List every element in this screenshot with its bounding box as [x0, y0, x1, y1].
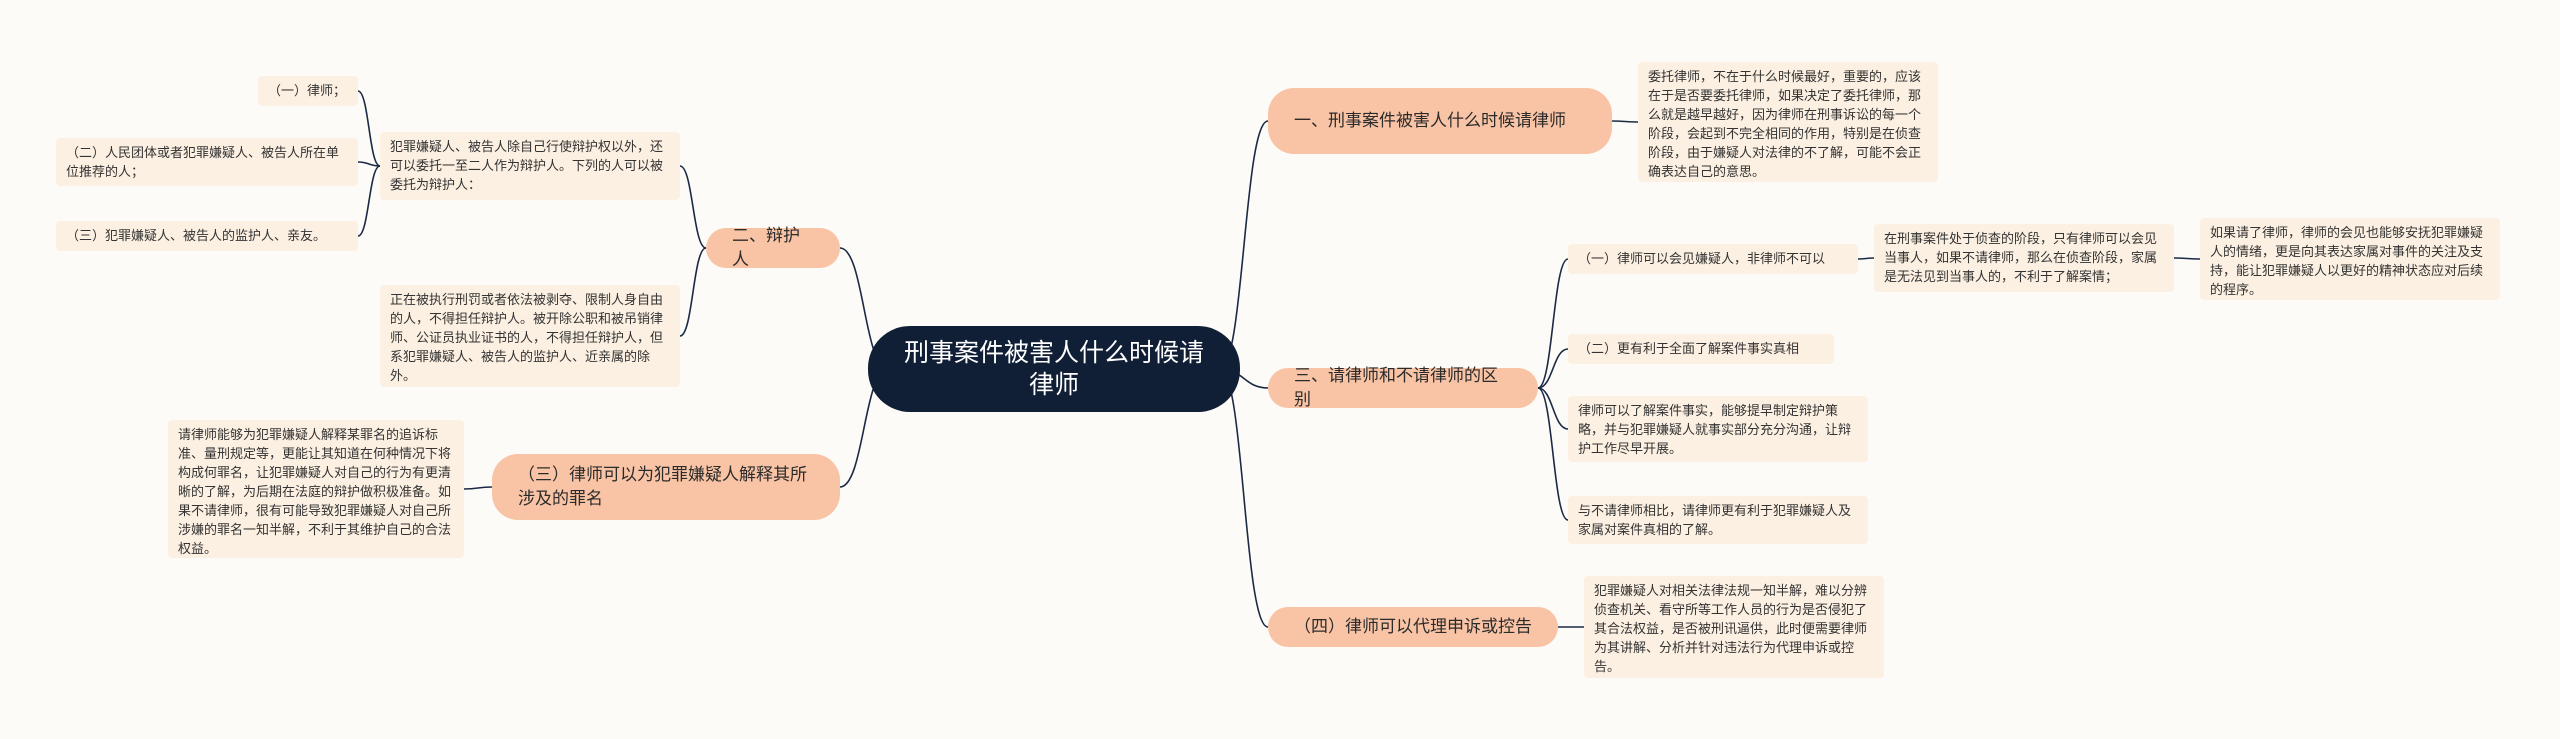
leaf-difference-strategy[interactable]: 律师可以了解案件事实，能够提早制定辩护策略，并与犯罪嫌疑人就事实部分充分沟通，让… — [1568, 396, 1868, 462]
branch-explain-charges[interactable]: （三）律师可以为犯罪嫌疑人解释其所涉及的罪名 — [492, 454, 840, 520]
leaf-defender-item-lawyer[interactable]: （一）律师； — [258, 76, 358, 106]
connector-b2-item3 — [357, 165, 381, 237]
connector-b4-item2 — [1537, 348, 1569, 389]
leaf-explain-charges-text[interactable]: 请律师能够为犯罪嫌疑人解释某罪名的追诉标准、量刑规定等，更能让其知道在何种情况下… — [168, 420, 464, 558]
branch-when-to-hire[interactable]: 一、刑事案件被害人什么时候请律师 — [1268, 88, 1612, 154]
branch-difference-label: 三、请律师和不请律师的区别 — [1294, 366, 1498, 410]
branch-defender[interactable]: 二、辩护人 — [706, 226, 840, 270]
connector-b2-item2 — [357, 161, 381, 167]
leaf-difference-meet-comfort[interactable]: 如果请了律师，律师的会见也能够安抚犯罪嫌疑人的情绪，更是向其表达家属对事件的关注… — [2200, 218, 2500, 300]
leaf-text: （二）更有利于全面了解案件事实真相 — [1578, 342, 1800, 357]
connector-b4-item3 — [1537, 387, 1569, 430]
branch-explain-charges-label: （三）律师可以为犯罪嫌疑人解释其所涉及的罪名 — [518, 465, 807, 509]
leaf-text: 犯罪嫌疑人对相关法律法规一知半解，难以分辨侦查机关、看守所等工作人员的行为是否侵… — [1594, 584, 1868, 675]
leaf-defender-item-guardian[interactable]: （三）犯罪嫌疑人、被告人的监护人、亲友。 — [56, 221, 358, 251]
branch-defender-label: 二、辩护人 — [732, 226, 800, 270]
leaf-text: 在刑事案件处于侦查的阶段，只有律师可以会见当事人，如果不请律师，那么在侦查阶段，… — [1884, 232, 2158, 285]
leaf-appeal-text[interactable]: 犯罪嫌疑人对相关法律法规一知半解，难以分辨侦查机关、看守所等工作人员的行为是否侵… — [1584, 576, 1884, 678]
leaf-difference-facts[interactable]: （二）更有利于全面了解案件事实真相 — [1568, 334, 1834, 364]
leaf-text: 犯罪嫌疑人、被告人除自己行使辩护权以外，还可以委托一至二人作为辩护人。下列的人可… — [390, 140, 664, 193]
connector-root-b5 — [1219, 368, 1269, 628]
leaf-text: 请律师能够为犯罪嫌疑人解释某罪名的追诉标准、量刑规定等，更能让其知道在何种情况下… — [178, 428, 452, 557]
leaf-defender-item-recommended[interactable]: （二）人民团体或者犯罪嫌疑人、被告人所在单位推荐的人； — [56, 138, 358, 186]
root-topic-label: 刑事案件被害人什么时候请律师 — [903, 338, 1204, 399]
leaf-difference-meet-detail[interactable]: 在刑事案件处于侦查的阶段，只有律师可以会见当事人，如果不请律师，那么在侦查阶段，… — [1874, 224, 2174, 292]
connector-b3-text — [463, 486, 493, 490]
connector-b4-item1-detail — [1857, 257, 1875, 260]
connector-b4-item4 — [1537, 387, 1569, 521]
leaf-text: 与不请律师相比，请律师更有利于犯罪嫌疑人及家属对案件真相的了解。 — [1578, 504, 1852, 538]
connector-b2-note — [679, 247, 707, 337]
branch-appeal-label: （四）律师可以代理申诉或控告 — [1294, 617, 1532, 637]
branch-appeal[interactable]: （四）律师可以代理申诉或控告 — [1268, 607, 1558, 647]
connector-b2-intro — [679, 165, 707, 249]
leaf-when-to-hire-text[interactable]: 委托律师，不在于什么时候最好，重要的，应该在于是否要委托律师，如果决定了委托律师… — [1638, 62, 1938, 182]
leaf-text: （一）律师可以会见嫌疑人，非律师不可以 — [1578, 252, 1826, 267]
leaf-text: 正在被执行刑罚或者依法被剥夺、限制人身自由的人，不得担任辩护人。被开除公职和被吊… — [390, 293, 664, 384]
connector-b4-item1 — [1537, 258, 1569, 389]
connector-root-b1 — [1219, 120, 1269, 370]
leaf-defender-restrictions[interactable]: 正在被执行刑罚或者依法被剥夺、限制人身自由的人，不得担任辩护人。被开除公职和被吊… — [380, 285, 680, 387]
leaf-text: 律师可以了解案件事实，能够提早制定辩护策略，并与犯罪嫌疑人就事实部分充分沟通，让… — [1578, 404, 1852, 457]
leaf-text: （一）律师； — [268, 84, 347, 99]
branch-when-to-hire-label: 一、刑事案件被害人什么时候请律师 — [1294, 111, 1566, 131]
leaf-text: （二）人民团体或者犯罪嫌疑人、被告人所在单位推荐的人； — [66, 146, 340, 180]
root-topic[interactable]: 刑事案件被害人什么时候请律师 — [868, 326, 1240, 412]
leaf-defender-intro[interactable]: 犯罪嫌疑人、被告人除自己行使辩护权以外，还可以委托一至二人作为辩护人。下列的人可… — [380, 132, 680, 200]
leaf-difference-truth[interactable]: 与不请律师相比，请律师更有利于犯罪嫌疑人及家属对案件真相的了解。 — [1568, 496, 1868, 544]
branch-difference[interactable]: 三、请律师和不请律师的区别 — [1268, 366, 1538, 410]
connector-b4-item1-more — [2173, 257, 2201, 260]
leaf-text: 委托律师，不在于什么时候最好，重要的，应该在于是否要委托律师，如果决定了委托律师… — [1648, 70, 1922, 180]
leaf-difference-meet-suspect[interactable]: （一）律师可以会见嫌疑人，非律师不可以 — [1568, 244, 1858, 274]
leaf-text: （三）犯罪嫌疑人、被告人的监护人、亲友。 — [66, 229, 327, 244]
leaf-text: 如果请了律师，律师的会见也能够安抚犯罪嫌疑人的情绪，更是向其表达家属对事件的关注… — [2210, 226, 2484, 298]
connector-b1-text — [1611, 120, 1639, 123]
connector-b2-item1 — [357, 90, 381, 167]
